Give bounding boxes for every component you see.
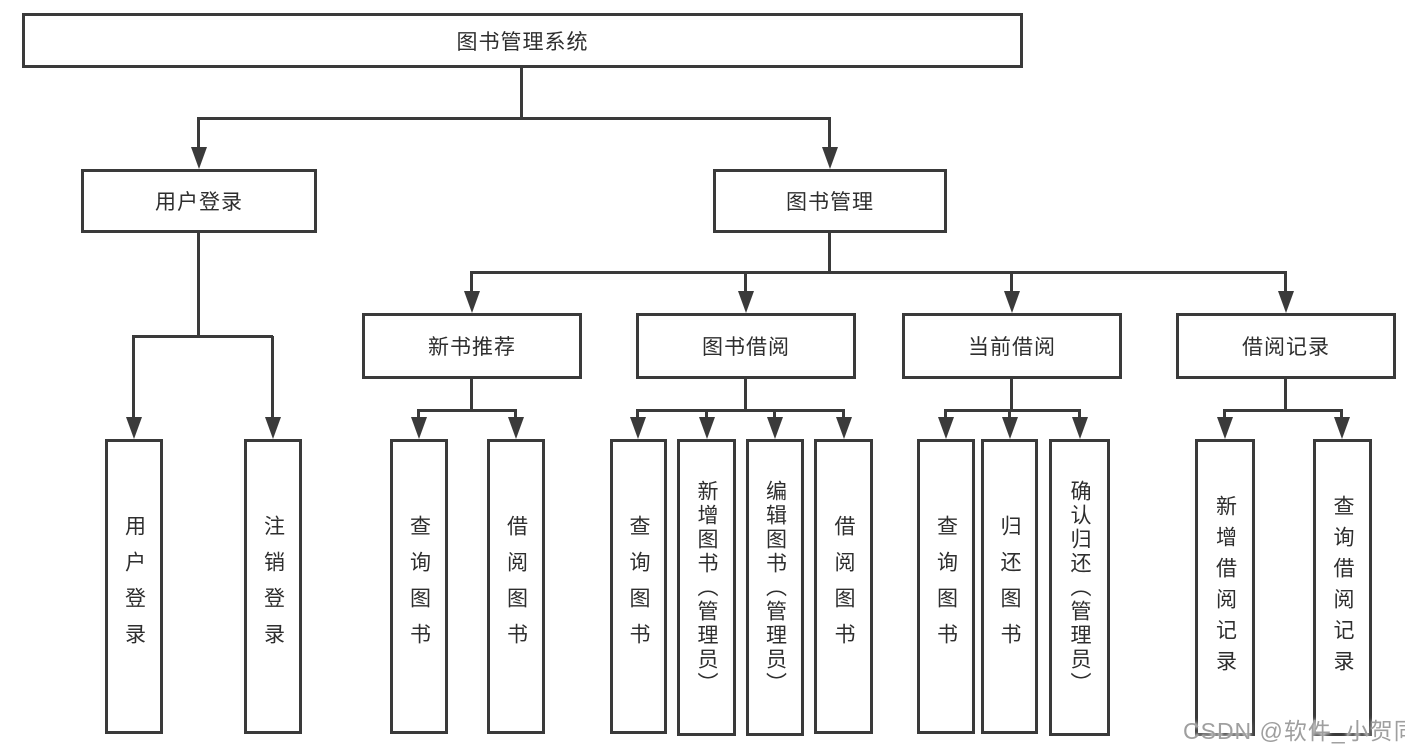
leaf-query-book: 查询图书 <box>610 439 667 734</box>
leaf-add-book-admin: 新增图书（管理员） <box>677 439 736 736</box>
arrow-down-icon <box>738 291 754 313</box>
leaf-add-borrow-record: 新增借阅记录 <box>1195 439 1255 736</box>
arrow-down-icon <box>126 417 142 439</box>
edge-leaf-drop <box>1008 410 1011 418</box>
arrow-down-icon <box>630 417 646 439</box>
node-new-book-recommend: 新书推荐 <box>362 313 582 379</box>
arrow-down-icon <box>836 417 852 439</box>
node-borrow-records: 借阅记录 <box>1176 313 1396 379</box>
arrow-down-icon <box>1004 291 1020 313</box>
leaf-return-book: 归还图书 <box>981 439 1038 734</box>
edge-leaf-drop <box>705 410 708 418</box>
leaf-query-book: 查询图书 <box>917 439 975 734</box>
edge-leaf-drop <box>773 410 776 418</box>
leaf-borrow-book: 借阅图书 <box>487 439 545 734</box>
node-library-management-system: 图书管理系统 <box>22 13 1023 68</box>
arrow-down-icon <box>1072 417 1088 439</box>
edge-current-borrow-trunk <box>1010 379 1013 412</box>
edge-new-book-trunk <box>470 379 473 412</box>
edge-book-mgmt-bar <box>470 271 1287 274</box>
leaf-logout: 注销登录 <box>244 439 302 734</box>
arrow-down-icon <box>1278 291 1294 313</box>
node-current-borrow: 当前借阅 <box>902 313 1122 379</box>
arrow-down-icon <box>1334 417 1350 439</box>
arrow-down-icon <box>265 417 281 439</box>
edge-to-book-borrow <box>744 272 747 292</box>
leaf-user-login: 用户登录 <box>105 439 163 734</box>
leaf-query-book: 查询图书 <box>390 439 448 734</box>
node-book-management: 图书管理 <box>713 169 947 233</box>
edge-leaf-drop <box>1078 410 1081 418</box>
edge-root-to-user-login <box>197 118 200 149</box>
edge-book-borrow-bar <box>636 409 845 412</box>
edge-to-borrow-records <box>1284 272 1287 292</box>
arrow-down-icon <box>699 417 715 439</box>
arrow-down-icon <box>191 147 207 169</box>
edge-book-borrow-trunk <box>744 379 747 412</box>
edge-root-trunk <box>520 68 523 118</box>
node-user-login: 用户登录 <box>81 169 317 233</box>
leaf-edit-book-admin: 编辑图书（管理员） <box>746 439 804 736</box>
edge-leaf-drop <box>636 410 639 418</box>
edge-to-current-borrow <box>1010 272 1013 292</box>
leaf-borrow-book: 借阅图书 <box>814 439 873 734</box>
arrow-down-icon <box>1217 417 1233 439</box>
arrow-down-icon <box>822 147 838 169</box>
arrow-down-icon <box>1002 417 1018 439</box>
edge-borrow-records-trunk <box>1284 379 1287 412</box>
arrow-down-icon <box>938 417 954 439</box>
edge-user-login-trunk <box>197 233 200 337</box>
edge-leaf-drop <box>944 410 947 418</box>
node-book-borrow: 图书借阅 <box>636 313 856 379</box>
edge-root-branch-bar <box>197 117 831 120</box>
leaf-confirm-return-admin: 确认归还（管理员） <box>1049 439 1110 736</box>
edge-leaf-drop <box>1340 410 1343 418</box>
edge-to-login-leaf <box>132 336 135 417</box>
arrow-down-icon <box>464 291 480 313</box>
edge-user-login-bar <box>132 335 273 338</box>
leaf-query-borrow-record: 查询借阅记录 <box>1313 439 1372 736</box>
arrow-down-icon <box>767 417 783 439</box>
edge-new-book-bar <box>417 409 517 412</box>
edge-borrow-records-bar <box>1223 409 1343 412</box>
edge-leaf-drop <box>842 410 845 418</box>
edge-to-logout-leaf <box>271 336 274 417</box>
edge-leaf-drop <box>514 410 517 418</box>
watermark: CSDN @软件_小贺同学 <box>1183 718 1405 744</box>
edge-leaf-drop <box>417 410 420 418</box>
arrow-down-icon <box>411 417 427 439</box>
edge-current-borrow-bar <box>944 409 1081 412</box>
edge-root-to-book-mgmt <box>828 118 831 149</box>
arrow-down-icon <box>508 417 524 439</box>
edge-leaf-drop <box>1223 410 1226 418</box>
edge-book-mgmt-trunk <box>828 233 831 274</box>
edge-to-new-book <box>470 272 473 292</box>
